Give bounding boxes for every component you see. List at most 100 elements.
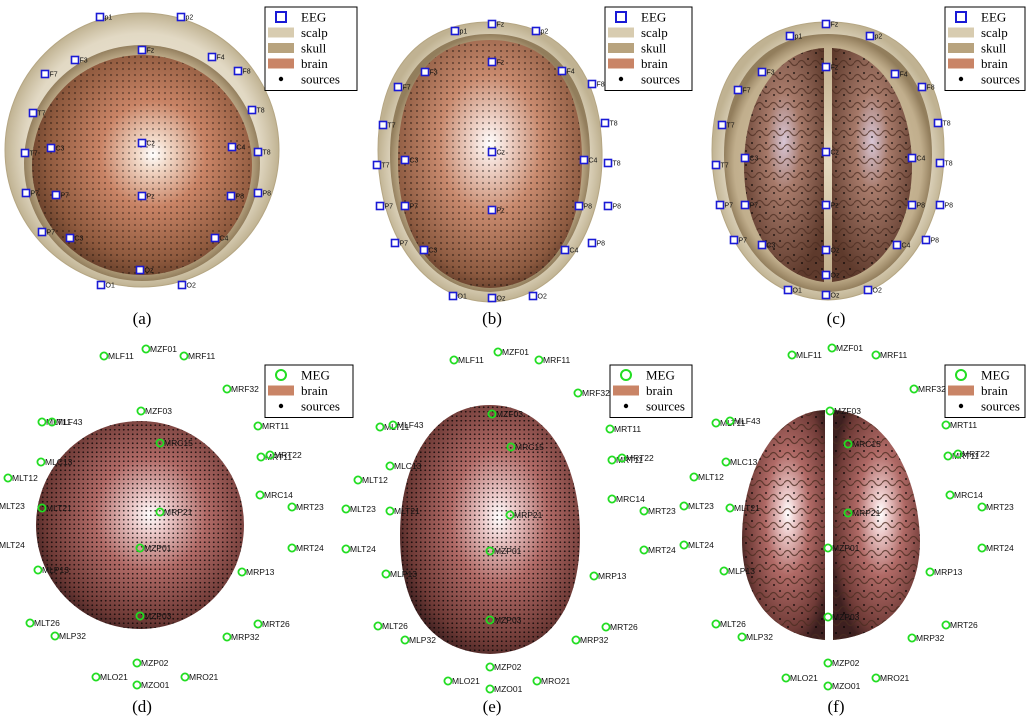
panel-d-sensor-marker-icon [92, 673, 99, 680]
panel-d-sensor-label: MRF32 [231, 384, 259, 394]
panel-e-sensor-label: MRT23 [648, 506, 676, 516]
panel-b-electrode-marker-icon [581, 157, 588, 164]
panel-c-electrode-label: O2 [873, 288, 882, 295]
panel-a-electrode-label: P7 [47, 230, 56, 237]
panel-b-electrode-label: p2 [541, 29, 549, 36]
panel-c-electrode-marker-icon [759, 69, 766, 76]
panel-c-electrode-marker-icon [937, 202, 944, 209]
panel-c-electrode-marker-icon [892, 71, 899, 78]
legend-b-label-skull: skull [641, 41, 667, 56]
panel-b-electrode-label: T7 [388, 123, 396, 130]
panel-e-sensor-label: MRT24 [648, 545, 676, 555]
panel-d-sensor-label: MLO21 [100, 672, 128, 682]
panel-e-sensor-marker-icon [382, 570, 389, 577]
legend-a-label-EEG: EEG [301, 10, 326, 25]
panel-e-sensor-label: MLF11 [458, 355, 484, 365]
panel-e-sensor-label: MRC14 [616, 494, 645, 504]
panel-f-sensor-marker-icon [824, 659, 831, 666]
panel-e-sensor-marker-icon [486, 685, 493, 692]
panel-e-sensor-marker-icon [374, 622, 381, 629]
legend-a-label-sources: sources [301, 72, 340, 87]
panel-f-sensor-label: MLT12 [698, 472, 724, 482]
panel-b-electrode-marker-icon [450, 293, 457, 300]
panel-b-electrode-marker-icon [380, 122, 387, 129]
panel-b-electrode-label: p1 [460, 29, 468, 36]
panel-e-sensor-marker-icon [640, 546, 647, 553]
panel-b-electrode-marker-icon [489, 207, 496, 214]
legend-c-label-brain: brain [981, 56, 1008, 71]
panel-f-sensor-marker-icon [782, 674, 789, 681]
panel-e-sensor-label: MRF11 [543, 355, 571, 365]
panel-label-e: (e) [483, 697, 502, 716]
panel-a-electrode-label: C3 [75, 236, 84, 243]
panel-e-sensor-marker-icon [590, 572, 597, 579]
panel-e-sensor-marker-icon [376, 423, 383, 430]
panel-a-electrode-marker-icon [139, 193, 146, 200]
panel-c-electrode-marker-icon [823, 202, 830, 209]
panel-b-electrode-marker-icon [392, 240, 399, 247]
panel-f-sensor-marker-icon [738, 633, 745, 640]
legend-d-label-brain: brain [301, 383, 328, 398]
panel-b-electrode-marker-icon [395, 84, 402, 91]
panel-f-sensor-label: MRF32 [918, 384, 946, 394]
panel-f-sensor-label: MRT22 [962, 449, 990, 459]
panel-d-sensor-marker-icon [137, 407, 144, 414]
panel-e-sensor-label: MRP32 [580, 635, 609, 645]
panel-a-electrode-marker-icon [255, 190, 262, 197]
source-grid [36, 421, 244, 629]
panel-f-sensor-marker-icon [942, 421, 949, 428]
panel-a-electrode-marker-icon [48, 145, 55, 152]
panel-b-electrode-label: O2 [538, 294, 547, 301]
panel-b-electrode-label: Oz [497, 296, 506, 303]
panel-d-sensor-label: MRT24 [296, 543, 324, 553]
panel-c-electrode-marker-icon [919, 84, 926, 91]
panel-e-sensor-label: MLF43 [397, 420, 424, 430]
panel-f-sensor-marker-icon [872, 674, 879, 681]
panel-e-sensor-label: MZP01 [494, 546, 522, 556]
panel-b-electrode-label: Cz [497, 150, 506, 157]
legend-b-label-brain: brain [641, 56, 668, 71]
panel-d-sensor-marker-icon [100, 352, 107, 359]
panel-c-electrode-label: O1 [793, 288, 802, 295]
panel-a-electrode-label: O1 [106, 283, 115, 290]
panel-c: p1p2F3F4F7F8T7T8C3C4P7P8PzO1O2OzCzFzT7T8… [712, 21, 953, 301]
panel-c-electrode-label: Oz [831, 248, 840, 255]
panel-e-sensor-marker-icon [535, 356, 542, 363]
panel-c-electrode-label: T7 [727, 123, 735, 130]
legend-d-symbol-sources-icon [279, 404, 283, 408]
legend-f-label-MEG: MEG [981, 368, 1010, 383]
panel-d-sensor-label: MZF03 [145, 406, 172, 416]
panel-d-sensor-marker-icon [142, 345, 149, 352]
panel-b-electrode-label: P7 [410, 204, 419, 211]
panel-d-sensor-label: MRO21 [189, 672, 219, 682]
panel-a-electrode-marker-icon [139, 140, 146, 147]
panel-b-electrode-marker-icon [589, 81, 596, 88]
legend-eeg-c: EEGscalpskullbrainsources [945, 7, 1025, 91]
panel-d-sensor-label: MLP13 [42, 565, 69, 575]
legend-b-label-sources: sources [641, 72, 680, 87]
panel-e-sensor-marker-icon [401, 636, 408, 643]
panel-d-sensor-label: MLF11 [108, 351, 134, 361]
legend-a-patch-skull [268, 43, 294, 53]
panel-c-electrode-label: P7 [739, 238, 748, 245]
panel-f-sensor-label: MLT24 [688, 540, 714, 550]
panel-e-sensor-label: MLP32 [409, 635, 436, 645]
panel-a-electrode-marker-icon [229, 144, 236, 151]
panel-a-electrode-marker-icon [179, 282, 186, 289]
panel-c-electrode-label: C4 [917, 156, 926, 163]
panel-f-sensor-label: MLF11 [796, 350, 822, 360]
panel-d-sensor-label: MZO01 [141, 680, 170, 690]
panel-b-electrode-marker-icon [533, 28, 540, 35]
panel-e-sensor-label: MZP03 [494, 615, 522, 625]
panel-f-sensor-marker-icon [946, 491, 953, 498]
panel-b-electrode-marker-icon [402, 157, 409, 164]
panel-c-electrode-label: F4 [900, 72, 908, 79]
panel-a-electrode-marker-icon [255, 149, 262, 156]
panel-f-sensor-label: MRT23 [986, 502, 1014, 512]
panel-a-electrode-label: T8 [263, 150, 271, 157]
panel-a-electrode-marker-icon [139, 47, 146, 54]
legend-c-label-EEG: EEG [981, 10, 1006, 25]
panel-b-electrode-label: C4 [589, 158, 598, 165]
panel-b-electrode-label: P8 [613, 204, 622, 211]
